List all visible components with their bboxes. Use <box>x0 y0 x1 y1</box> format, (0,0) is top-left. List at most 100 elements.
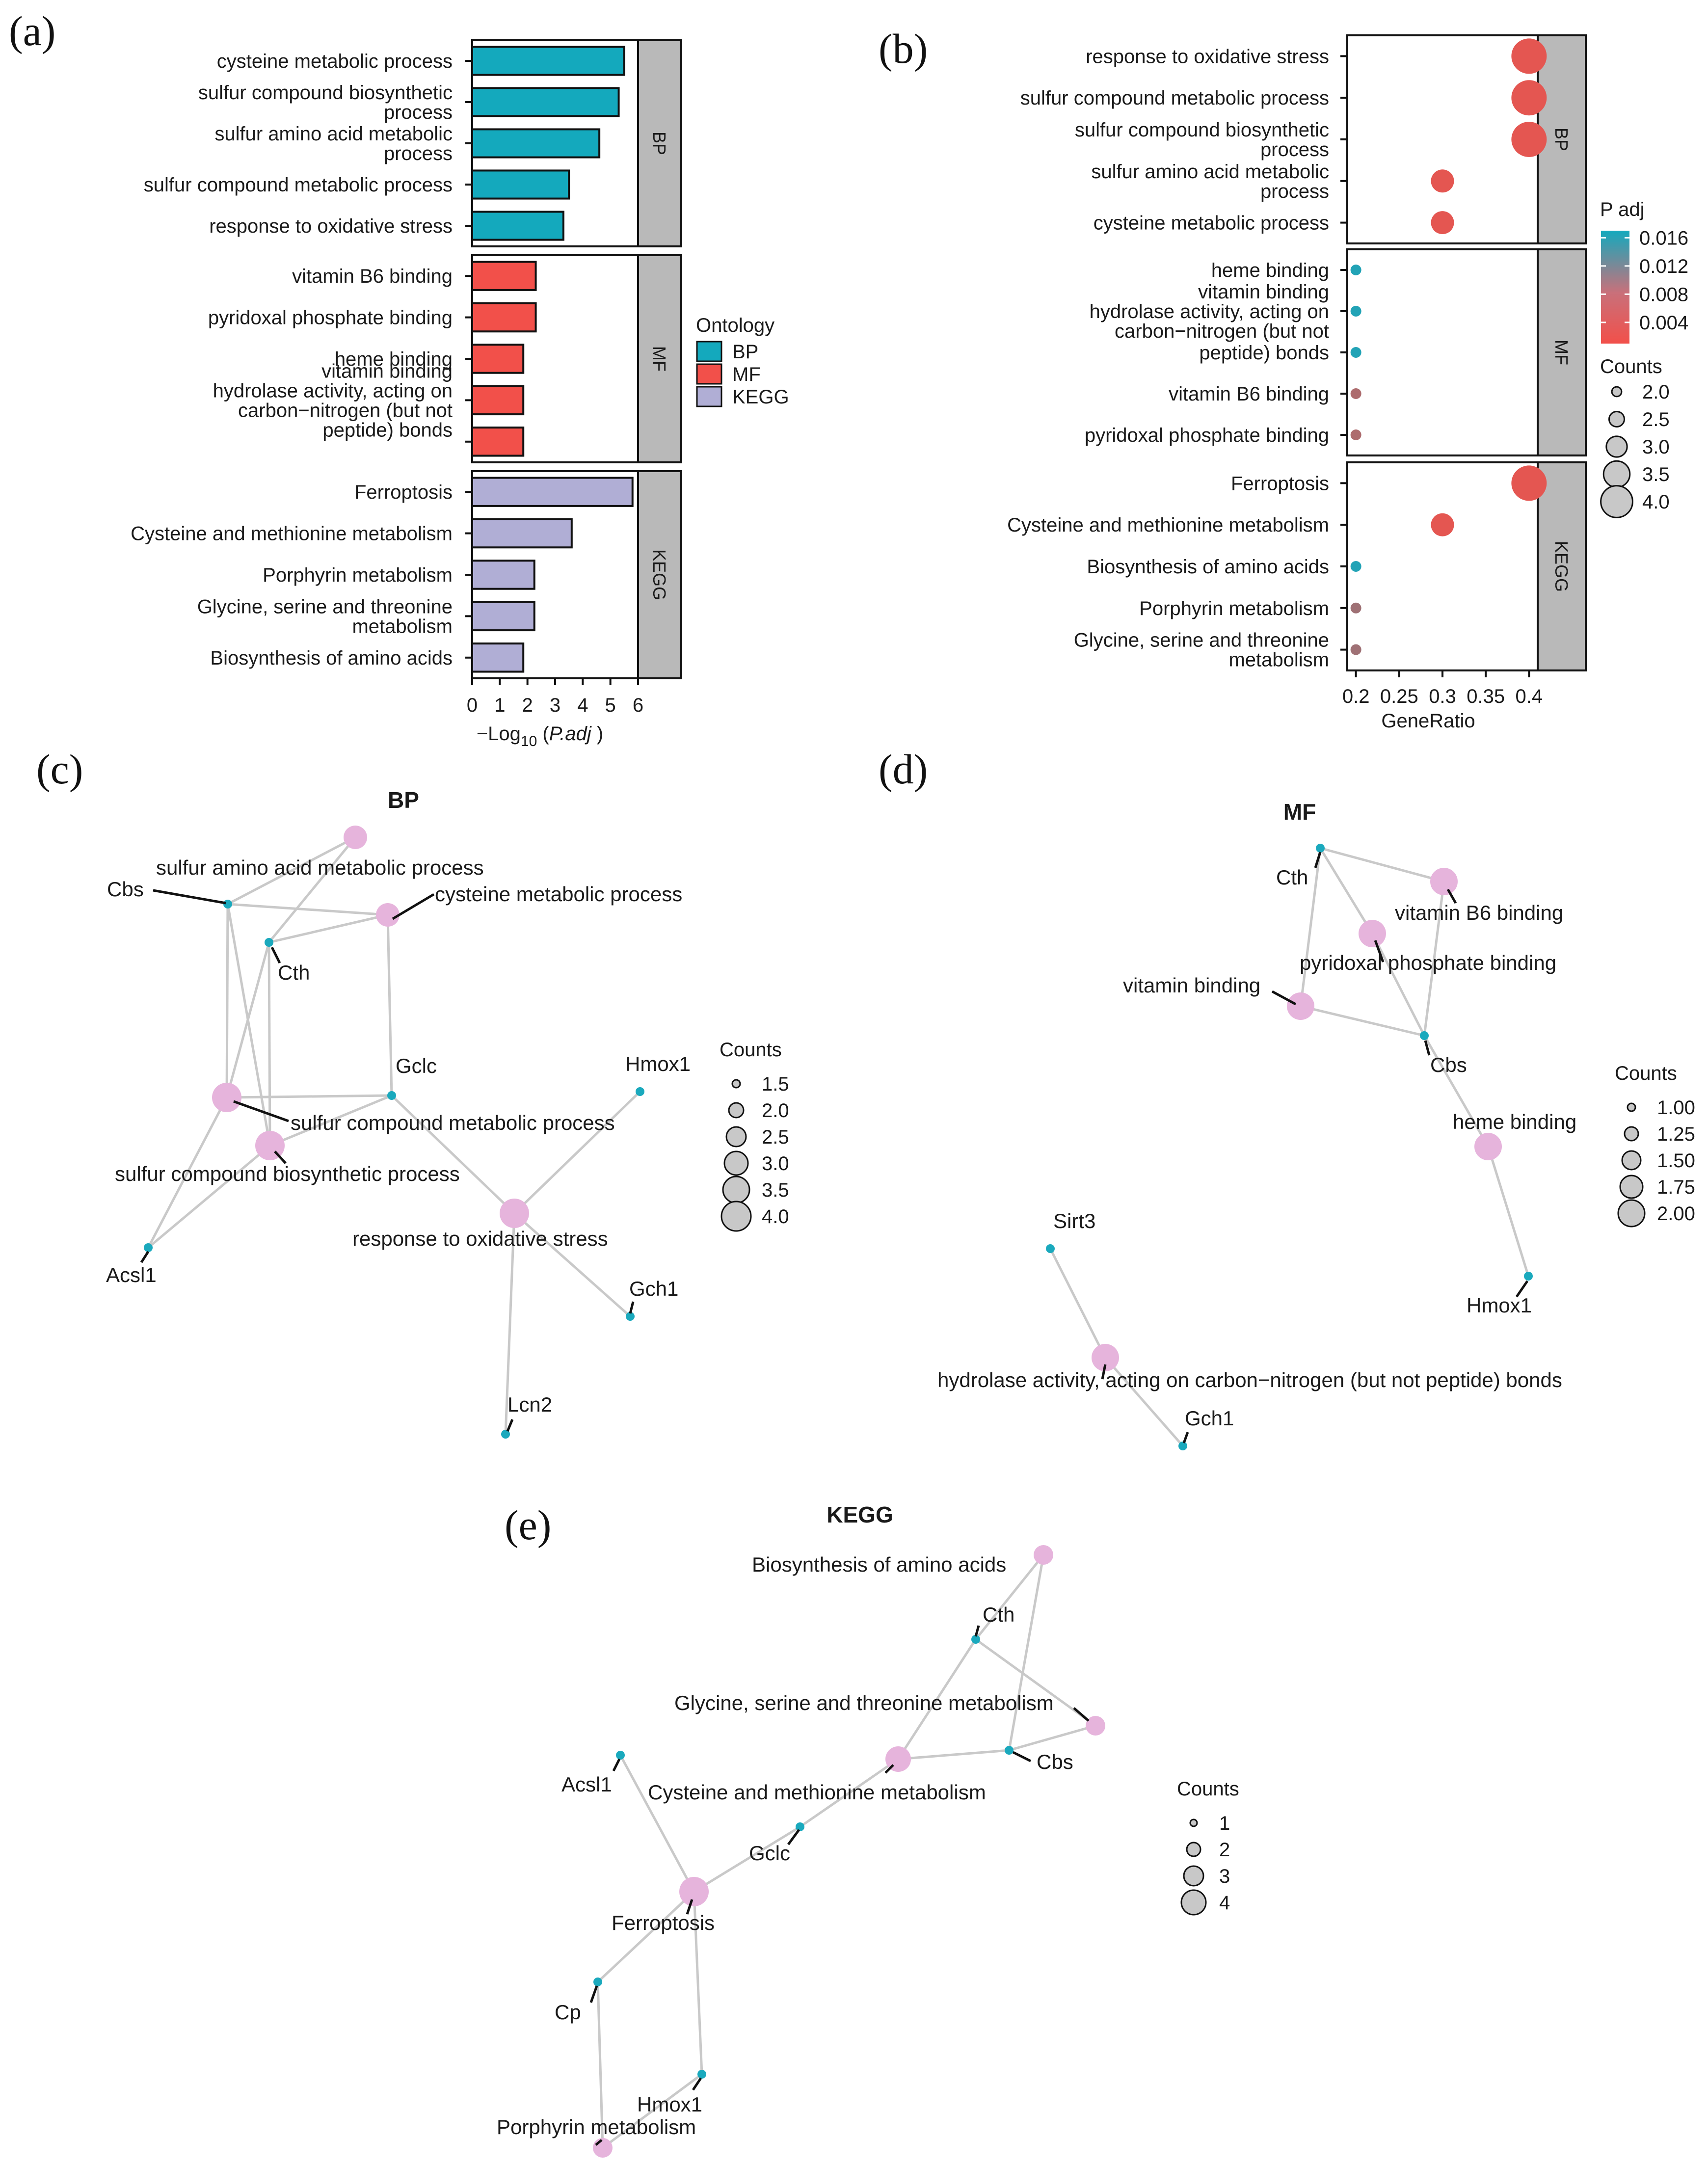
x-tick-label: 2 <box>522 695 533 716</box>
y-tick-label: heme binding <box>335 348 453 370</box>
y-tick-label: Ferroptosis <box>1231 473 1329 494</box>
size-legend-label: 3 <box>1219 1866 1230 1887</box>
network-edge <box>799 1758 899 1828</box>
size-legend-key <box>1617 1199 1646 1228</box>
x-axis-title: GeneRatio <box>1381 710 1475 732</box>
node-label: Sirt3 <box>1053 1209 1095 1232</box>
node-label: Cth <box>278 961 310 984</box>
y-tick-label: Glycine, serine and threonine <box>197 596 453 617</box>
network-edge <box>897 1638 977 1760</box>
gene-node <box>796 1822 804 1831</box>
network-edge <box>268 913 388 944</box>
x-tick-label: 0.2 <box>1342 686 1370 707</box>
node-label: vitamin B6 binding <box>1395 901 1563 924</box>
node-label: Gclc <box>396 1054 437 1077</box>
size-legend-label: 4.0 <box>762 1206 789 1228</box>
panel-label: (b) <box>879 25 928 72</box>
y-tick-label: process <box>1260 139 1329 160</box>
gene-node <box>697 2070 706 2079</box>
network-edge <box>147 1145 271 1249</box>
legend-swatch <box>696 363 722 385</box>
facet-strip-label: BP <box>1551 128 1572 151</box>
size-legend-key <box>1189 1818 1198 1827</box>
size-legend-label: 1.00 <box>1657 1097 1695 1119</box>
legend-title: Ontology <box>696 315 774 336</box>
y-tick-label: Glycine, serine and threonine <box>1074 630 1329 651</box>
size-legend-key <box>1608 410 1626 428</box>
network-title: BP <box>388 787 419 813</box>
label-leader-line <box>974 1625 980 1637</box>
label-leader-line <box>1314 852 1322 868</box>
node-label: cysteine metabolic process <box>435 882 682 906</box>
size-legend-label: 3.5 <box>762 1179 789 1201</box>
node-label: Glycine, serine and threonine metabolism <box>674 1691 1054 1714</box>
data-point <box>1350 388 1361 399</box>
bar <box>471 261 537 291</box>
x-tick-label: 0 <box>467 695 478 716</box>
gene-node <box>1046 1244 1055 1253</box>
label-leader-line <box>595 2139 603 2146</box>
size-legend-key <box>1186 1842 1201 1857</box>
size-legend-label: 1 <box>1219 1813 1230 1834</box>
size-legend-title: Counts <box>720 1039 782 1061</box>
y-tick-label: heme binding <box>1211 260 1329 281</box>
network-edge <box>1049 1248 1107 1359</box>
size-legend-title: Counts <box>1600 356 1662 377</box>
network-edge <box>693 1891 703 2075</box>
data-point <box>1350 602 1361 614</box>
node-label: pyridoxal phosphate binding <box>1300 951 1556 974</box>
panel-label: (c) <box>36 746 83 793</box>
legend-label: BP <box>732 341 758 363</box>
x-tick-label: 5 <box>605 695 616 716</box>
node-label: Acsl1 <box>561 1773 612 1796</box>
facet-strip <box>1537 461 1587 671</box>
bar <box>471 46 625 76</box>
bar <box>471 427 525 457</box>
bar <box>471 560 535 590</box>
bar <box>471 211 564 241</box>
network-edge <box>1299 848 1322 1007</box>
label-leader-line <box>686 1899 694 1915</box>
y-tick-label: response to oxidative stress <box>1086 46 1329 67</box>
term-node <box>1092 1344 1119 1371</box>
label-leader-line <box>140 1251 150 1263</box>
data-point <box>1350 644 1361 655</box>
data-point <box>1350 265 1361 275</box>
size-legend-key <box>1605 435 1628 458</box>
color-legend-title: P adj <box>1600 199 1644 220</box>
term-node <box>1034 1545 1053 1565</box>
y-tick-label: sulfur compound biosynthetic <box>198 82 453 104</box>
colorbar <box>1601 231 1629 344</box>
size-legend-label: 2 <box>1219 1839 1230 1861</box>
term-node <box>1430 868 1458 895</box>
facet-strip <box>637 39 682 247</box>
node-label: Cth <box>983 1603 1014 1626</box>
data-point <box>1431 513 1454 536</box>
node-label: Biosynthesis of amino acids <box>752 1553 1006 1576</box>
label-leader-line <box>629 1301 635 1314</box>
network-edge <box>225 942 270 1098</box>
gene-node <box>1316 844 1325 853</box>
term-node <box>593 2138 613 2158</box>
size-legend-label: 1.5 <box>762 1073 789 1095</box>
label-leader-line <box>1073 1707 1090 1722</box>
node-label: Gch1 <box>629 1277 678 1300</box>
network-edge <box>596 1981 604 2148</box>
network-edge <box>602 2073 703 2149</box>
x-tick-label: 0.3 <box>1429 686 1456 707</box>
y-tick-label: pyridoxal phosphate binding <box>1085 425 1329 446</box>
node-label: Ferroptosis <box>612 1911 715 1934</box>
label-leader-line <box>589 1985 598 2003</box>
network-edge <box>226 904 271 1146</box>
label-leader-line <box>270 946 281 964</box>
y-tick-label: process <box>384 143 453 164</box>
size-legend-label: 2.00 <box>1657 1203 1695 1225</box>
gene-node <box>593 1978 602 1986</box>
network-edge <box>1009 1724 1096 1752</box>
size-legend-key <box>1611 386 1623 398</box>
gene-node <box>971 1635 980 1644</box>
y-tick-label: peptide) bonds <box>322 419 453 441</box>
size-legend-key <box>731 1079 741 1089</box>
